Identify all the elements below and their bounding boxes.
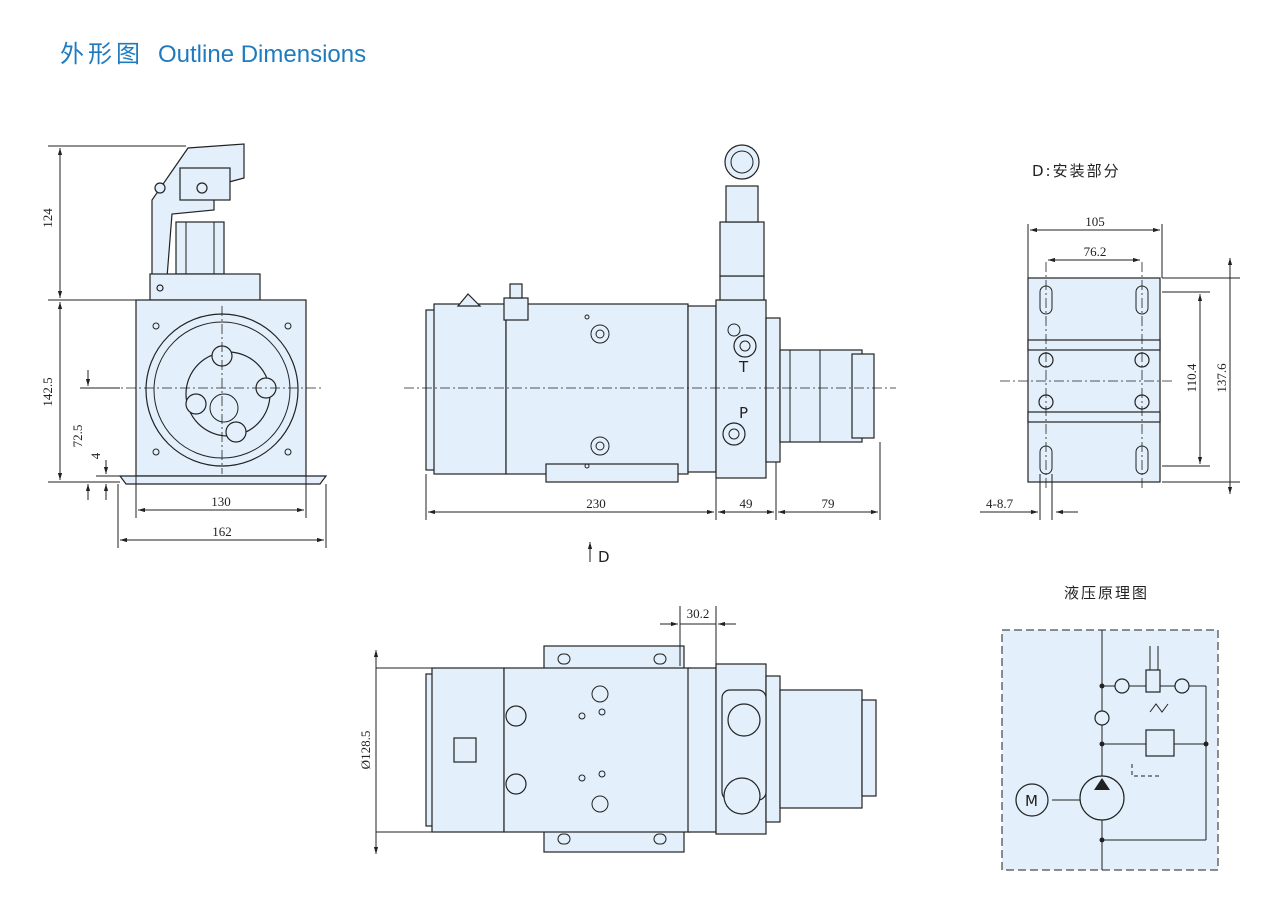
- dim-76-2: 76.2: [1084, 244, 1107, 259]
- dim-130: 130: [211, 494, 231, 509]
- dim-137-6: 137.6: [1214, 363, 1229, 393]
- port-t-label: T: [738, 358, 749, 376]
- motor-label: M: [1025, 792, 1038, 810]
- dim-230: 230: [586, 496, 606, 511]
- title-en: Outline Dimensions: [158, 41, 367, 68]
- dim-110-4: 110.4: [1184, 363, 1199, 392]
- top-view: Ø128.5 30.2: [358, 606, 877, 854]
- dim-162: 162: [212, 524, 232, 539]
- front-view: 124 142.5 72.5 4 130 162: [40, 143, 328, 548]
- dim-128-5: Ø128.5: [358, 731, 373, 770]
- dim-30-2: 30.2: [687, 606, 710, 621]
- view-d-label: D: [598, 548, 610, 566]
- dim-142-5: 142.5: [40, 377, 55, 406]
- motor-housing: [505, 303, 689, 475]
- dim-124: 124: [40, 208, 55, 228]
- port-p-label: P: [739, 404, 748, 422]
- title-cn: 外形图: [60, 40, 144, 68]
- side-view: T P 230 49 79 D: [404, 144, 896, 566]
- page-title: 外形图 Outline Dimensions: [60, 34, 366, 69]
- motor-symbol: [1015, 783, 1049, 817]
- dim-49: 49: [740, 496, 753, 511]
- hydraulic-schematic: 液压原理图 M: [1001, 584, 1219, 871]
- pump: [779, 349, 863, 443]
- valve-block: [715, 299, 767, 479]
- motor-endcap: [433, 303, 507, 475]
- dim-105: 105: [1085, 214, 1105, 229]
- dim-4: 4: [88, 452, 103, 459]
- pump-symbol: [1079, 775, 1125, 821]
- schematic-label: 液压原理图: [1064, 584, 1149, 602]
- mounting-view: D:安装部分 105 76.2 110.4 137.6 4-8.7: [980, 162, 1240, 520]
- dim-79: 79: [822, 496, 835, 511]
- mount-view-label: D:安装部分: [1032, 162, 1121, 180]
- base-plate: [118, 475, 328, 485]
- mount-plate: [1027, 277, 1161, 483]
- dim-72-5: 72.5: [70, 425, 85, 448]
- dim-slot: 4-8.7: [986, 496, 1014, 511]
- top-motor: [503, 667, 691, 833]
